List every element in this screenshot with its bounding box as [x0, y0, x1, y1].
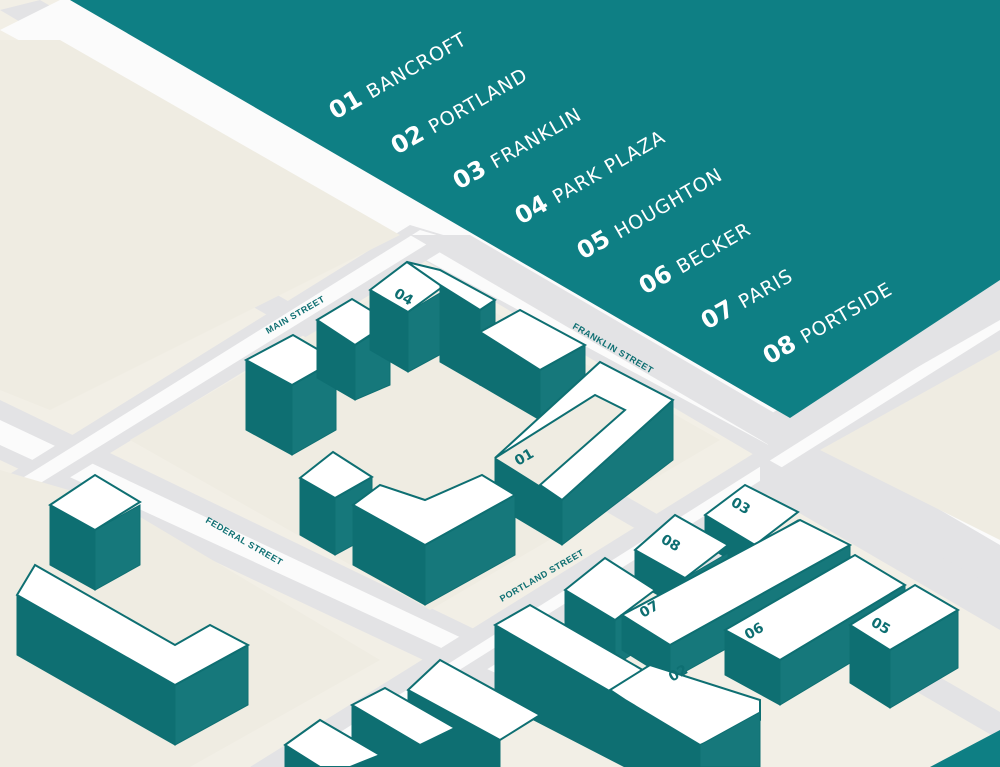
building-complex-01-04: 04 01: [243, 260, 675, 606]
building-complex-lower: 03 08 07 06 05 02: [283, 483, 1000, 767]
building-left-l: [15, 473, 251, 746]
legend-panel: [70, 0, 1000, 418]
